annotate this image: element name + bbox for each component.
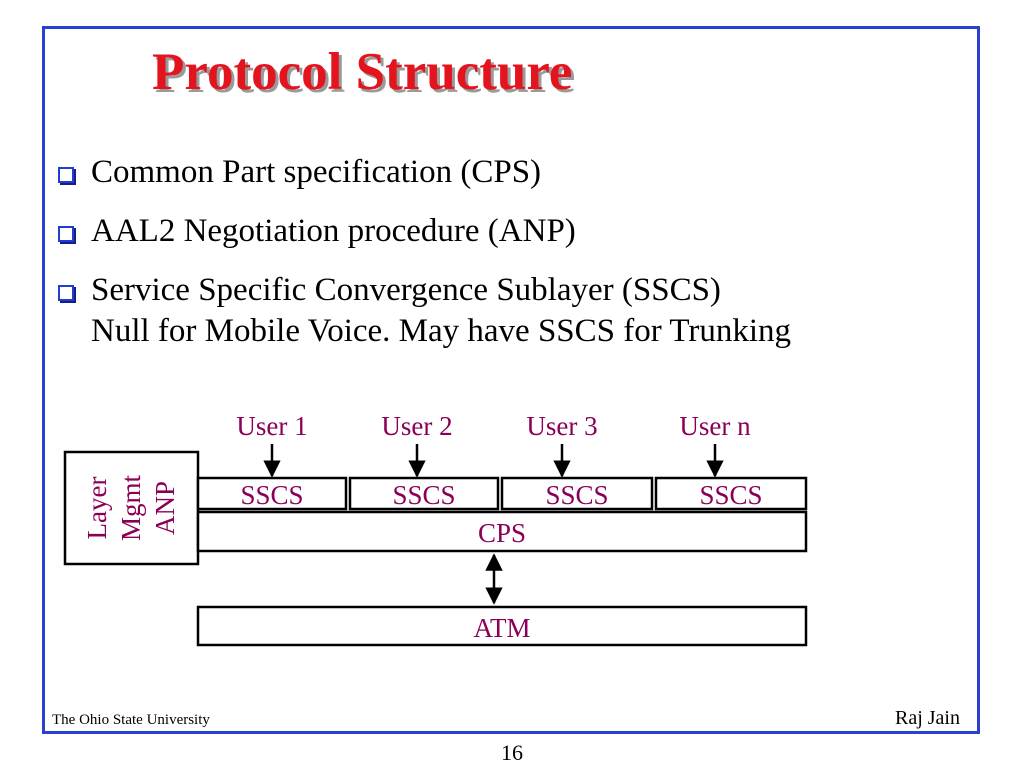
- side-box-line: Layer: [82, 477, 112, 540]
- page-number: 16: [501, 740, 523, 765]
- slide-title: Protocol Structure: [152, 43, 573, 101]
- side-box-line: ANP: [150, 481, 180, 535]
- bullet-text: AAL2 Negotiation procedure (ANP): [91, 213, 576, 249]
- sscs-box: [654, 476, 808, 511]
- layer-mgmt-box: [63, 450, 200, 566]
- footer-university: The Ohio State University: [52, 712, 210, 728]
- user-label: User 3: [526, 411, 597, 441]
- atm-box: [196, 605, 808, 647]
- user-label: User 1: [236, 411, 307, 441]
- sscs-box: [500, 476, 654, 511]
- side-box-line: Mgmt: [116, 474, 146, 541]
- sscs-box: [196, 476, 348, 511]
- square-bullet-icon: [58, 167, 74, 183]
- bullet-list: Common Part specification (CPS) AAL2 Neg…: [58, 152, 791, 352]
- user-label: User n: [679, 411, 751, 441]
- sscs-box: [348, 476, 500, 511]
- slide-frame: [42, 26, 980, 734]
- bullet-text-continued: Null for Mobile Voice. May have SSCS for…: [91, 313, 792, 349]
- sscs-label: SSCS: [240, 480, 303, 510]
- bullet-text: Service Specific Convergence Sublayer (S…: [91, 272, 721, 308]
- sscs-label: SSCS: [699, 480, 762, 510]
- footer-author: Raj Jain: [895, 707, 960, 729]
- cps-label: CPS: [478, 518, 526, 548]
- square-bullet-icon: [58, 226, 74, 242]
- atm-label: ATM: [473, 613, 530, 643]
- user-label: User 2: [381, 411, 452, 441]
- cps-box: [196, 510, 808, 553]
- bullet-item: Common Part specification (CPS): [58, 152, 791, 193]
- square-bullet-icon: [58, 285, 74, 301]
- bullet-item: AAL2 Negotiation procedure (ANP): [58, 211, 791, 252]
- bullet-item: Service Specific Convergence Sublayer (S…: [58, 270, 791, 352]
- sscs-label: SSCS: [545, 480, 608, 510]
- sscs-label: SSCS: [392, 480, 455, 510]
- bullet-text: Common Part specification (CPS): [91, 154, 542, 190]
